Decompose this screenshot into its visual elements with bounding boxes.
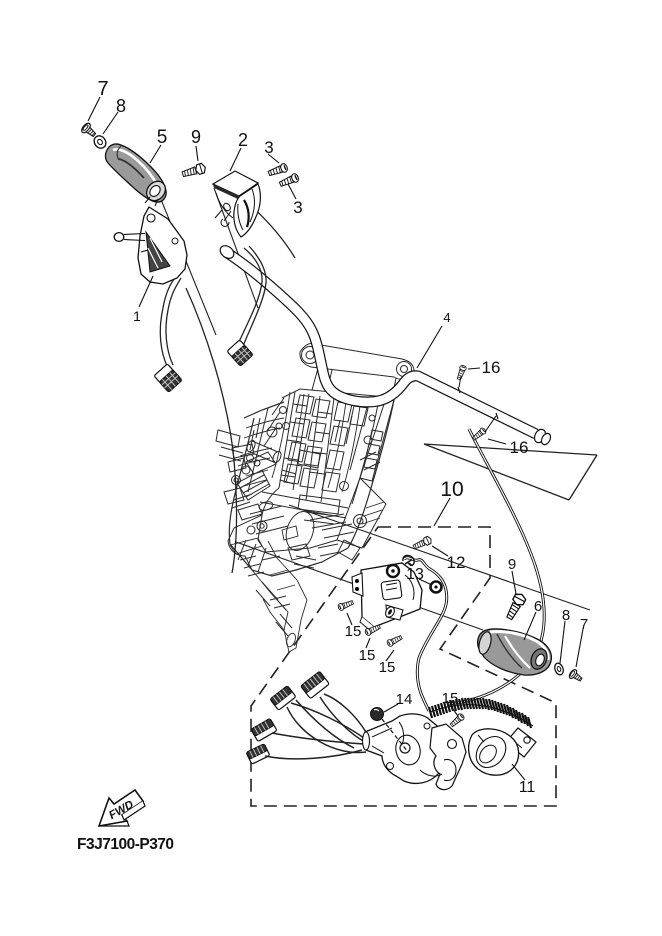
svg-text:8: 8 xyxy=(116,96,126,116)
svg-text:15: 15 xyxy=(345,623,362,640)
svg-text:14: 14 xyxy=(396,691,413,708)
svg-text:7: 7 xyxy=(580,616,588,633)
svg-text:8: 8 xyxy=(562,607,570,624)
svg-text:16: 16 xyxy=(510,438,529,457)
svg-text:11: 11 xyxy=(519,779,536,796)
svg-text:15: 15 xyxy=(442,690,459,707)
svg-text:3: 3 xyxy=(293,198,302,217)
svg-text:F3J7100-P370: F3J7100-P370 xyxy=(77,836,174,853)
svg-text:2: 2 xyxy=(238,130,248,150)
svg-text:1: 1 xyxy=(133,308,141,324)
svg-text:4: 4 xyxy=(443,310,450,325)
svg-text:9: 9 xyxy=(191,127,201,147)
svg-text:7: 7 xyxy=(97,78,108,100)
svg-text:5: 5 xyxy=(157,127,168,148)
svg-text:15: 15 xyxy=(379,659,396,676)
svg-text:6: 6 xyxy=(534,598,542,615)
svg-text:15: 15 xyxy=(359,647,376,664)
svg-text:9: 9 xyxy=(508,556,516,573)
svg-text:16: 16 xyxy=(482,358,501,377)
svg-text:12: 12 xyxy=(447,553,466,572)
svg-text:10: 10 xyxy=(440,478,463,501)
svg-text:3: 3 xyxy=(264,138,273,157)
svg-text:13: 13 xyxy=(406,566,424,583)
